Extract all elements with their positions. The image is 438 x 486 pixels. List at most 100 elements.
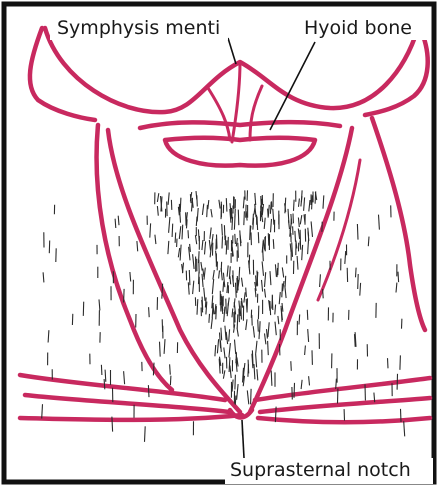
- stubble-mark: [215, 345, 216, 356]
- stubble-mark: [236, 283, 237, 298]
- stubble-mark: [356, 268, 357, 278]
- stubble-mark: [360, 283, 361, 296]
- stubble-mark: [244, 211, 245, 225]
- stubble-mark: [183, 263, 184, 274]
- stubble-mark: [246, 288, 247, 297]
- stubble-mark: [179, 226, 181, 239]
- stubble-mark: [180, 245, 181, 261]
- stubble-mark: [299, 199, 300, 207]
- stubble-mark: [388, 358, 389, 368]
- stubble-mark: [235, 234, 236, 244]
- stubble-mark: [240, 230, 241, 246]
- stubble-mark: [262, 261, 263, 275]
- stubble-mark: [268, 205, 269, 217]
- stubble-mark: [283, 281, 284, 291]
- stubble-mark: [199, 272, 200, 285]
- stubble-mark: [256, 341, 257, 354]
- stubble-mark: [249, 255, 250, 268]
- stubble-mark: [242, 278, 243, 287]
- stubble-mark: [130, 272, 131, 282]
- left-clavicle: [20, 375, 242, 420]
- left-jaw-outline: [30, 28, 95, 120]
- stubble-mark: [169, 217, 170, 233]
- stubble-mark: [272, 296, 273, 309]
- stubble-mark: [251, 389, 252, 405]
- stubble-mark: [226, 332, 227, 344]
- stubble-mark: [222, 224, 223, 236]
- stubble-mark: [292, 242, 293, 257]
- stubble-mark: [256, 275, 257, 285]
- stubble-mark: [307, 310, 308, 320]
- stubble-mark: [275, 264, 276, 277]
- stubble-mark: [295, 231, 296, 242]
- stubble-mark: [182, 225, 183, 240]
- stubble-mark: [202, 274, 203, 287]
- stubble-mark: [253, 214, 254, 225]
- stubble-mark: [302, 245, 303, 260]
- left-neck-edge: [97, 125, 172, 390]
- right-clavicle: [255, 378, 430, 422]
- stubble-mark: [224, 225, 225, 240]
- stubble-mark: [285, 285, 286, 298]
- stubble-mark: [278, 316, 279, 324]
- stubble-mark: [197, 299, 198, 315]
- stubble-mark: [155, 235, 156, 244]
- stubble-mark: [311, 221, 312, 237]
- stubble-mark: [104, 379, 105, 389]
- stubble-mark: [209, 240, 210, 251]
- hyoid-bone: [140, 122, 340, 165]
- stubble-mark: [164, 339, 165, 354]
- stubble-mark: [273, 209, 274, 225]
- stubble-mark: [186, 212, 187, 225]
- stubble-mark: [298, 218, 299, 228]
- stubble-mark: [238, 210, 239, 226]
- stubble-mark: [379, 215, 380, 230]
- stubble-mark: [229, 357, 230, 372]
- stubble-mark: [223, 282, 224, 292]
- notch-leader-line: [242, 420, 244, 458]
- stubble-mark: [232, 217, 233, 230]
- stubble-mark: [248, 360, 249, 374]
- stubble-mark: [170, 364, 171, 374]
- stubble-mark: [153, 363, 154, 376]
- stubble-mark: [202, 297, 203, 310]
- stubble-mark: [308, 329, 309, 342]
- stubble-mark: [202, 204, 203, 215]
- stubble-mark: [257, 271, 258, 286]
- stubble-mark: [309, 376, 310, 385]
- stubble-mark: [279, 292, 280, 304]
- stubble-mark: [275, 407, 276, 423]
- stubble-mark: [273, 239, 274, 249]
- stubble-mark: [205, 242, 206, 255]
- stubble-mark: [223, 370, 225, 378]
- stubble-mark: [210, 228, 211, 239]
- right-neck-edge: [372, 118, 425, 330]
- stubble-mark: [290, 243, 291, 252]
- stubble-mark: [235, 340, 236, 354]
- stubble-mark: [193, 254, 195, 269]
- stubble-mark: [157, 193, 158, 202]
- stubble-mark: [237, 358, 238, 367]
- stubble-mark: [237, 328, 238, 337]
- stubble-mark: [101, 365, 102, 375]
- stubble-mark: [216, 251, 217, 263]
- stubble-mark: [309, 200, 310, 211]
- stubble-mark: [282, 267, 283, 277]
- stubble-mark: [255, 193, 256, 205]
- stubble-mark: [345, 251, 346, 264]
- stubble-mark: [404, 421, 405, 436]
- stubble-mark: [226, 240, 227, 254]
- stubble-mark: [270, 271, 271, 285]
- stubble-mark: [275, 305, 276, 315]
- stubble-mark: [305, 346, 306, 356]
- stubble-mark: [277, 268, 278, 277]
- stubble-mark: [203, 269, 204, 277]
- stubble-mark: [241, 306, 242, 320]
- stubble-mark: [150, 223, 151, 237]
- stubble-mark: [271, 371, 272, 386]
- stubble-mark: [235, 375, 236, 390]
- stubble-mark: [244, 363, 245, 375]
- stubble-mark: [257, 369, 258, 380]
- stubble-mark: [398, 272, 399, 282]
